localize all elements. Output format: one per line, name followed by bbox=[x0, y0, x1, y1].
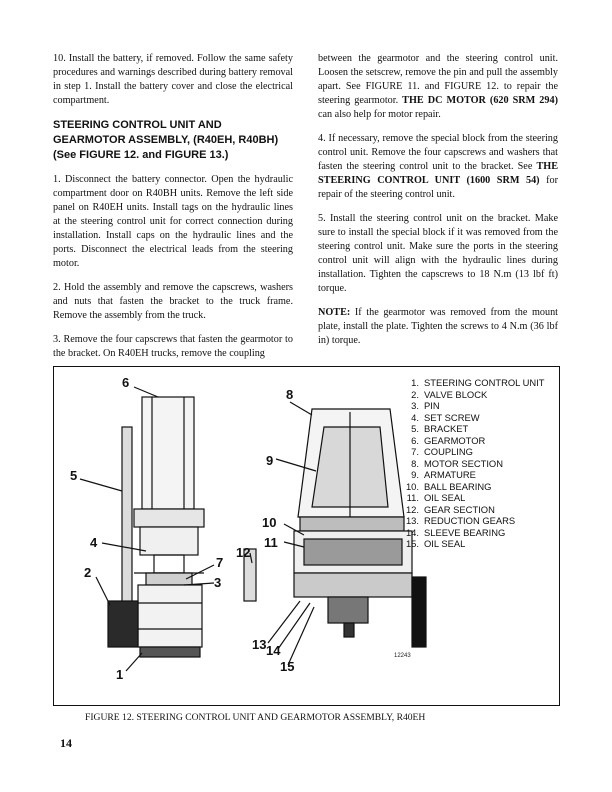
legend-item: 6.GEARMOTOR bbox=[411, 434, 486, 446]
right-column: between the gearmotor and the steering c… bbox=[318, 52, 558, 358]
legend-item: 2.VALVE BLOCK bbox=[411, 388, 488, 400]
figure-legend: 1.STEERING CONTROL UNIT 2.VALVE BLOCK 3.… bbox=[402, 377, 545, 550]
callout-4: 4 bbox=[90, 535, 98, 550]
step-2-paragraph: 2. Hold the assembly and remove the caps… bbox=[53, 282, 293, 321]
drawing-number: 12243 bbox=[394, 653, 411, 659]
step-5-paragraph: 5. Install the steering control unit on … bbox=[318, 213, 558, 294]
legend-item: 4.SET SCREW bbox=[411, 411, 480, 423]
section-heading: STEERING CONTROL UNIT AND GEARMOTOR ASSE… bbox=[53, 119, 279, 161]
callout-15: 15 bbox=[280, 659, 294, 674]
left-column: 10. Install the battery, if removed. Fol… bbox=[53, 52, 293, 371]
callout-14: 14 bbox=[266, 643, 281, 658]
paragraph-install-battery: 10. Install the battery, if removed. Fol… bbox=[53, 53, 293, 106]
page-number: 14 bbox=[60, 736, 72, 750]
srm-reference-steering-control: THE STEERING CONTROL UNIT (1600 SRM 54) bbox=[318, 161, 558, 186]
step-3-paragraph: 3. Remove the four capscrews that fasten… bbox=[53, 334, 293, 359]
callout-1: 1 bbox=[116, 667, 123, 682]
legend-item: 7.COUPLING bbox=[411, 446, 473, 457]
callout-9: 9 bbox=[266, 453, 273, 468]
figure-12-box: 6 8 9 5 4 7 3 2 1 10 11 12 13 14 15 1224… bbox=[53, 366, 560, 706]
legend-item: 5.BRACKET bbox=[411, 423, 469, 434]
legend-item: 1.STEERING CONTROL UNIT bbox=[411, 377, 545, 388]
callout-2: 2 bbox=[84, 565, 91, 580]
legend-item: 15.OIL SEAL bbox=[405, 538, 466, 549]
exploded-view-drawing: 6 8 9 5 4 7 3 2 1 10 11 12 13 14 15 1224… bbox=[70, 375, 427, 682]
note-label: NOTE: bbox=[318, 307, 351, 318]
legend-item: 10.BALL BEARING bbox=[405, 480, 492, 492]
step-3-continued-paragraph: between the gearmotor and the steering c… bbox=[318, 53, 558, 120]
legend-item: 11.OIL SEAL bbox=[406, 492, 466, 503]
step-1-paragraph: 1. Disconnect the battery connector. Ope… bbox=[53, 174, 293, 269]
legend-item: 8.MOTOR SECTION bbox=[411, 457, 503, 469]
callout-10: 10 bbox=[262, 515, 276, 530]
step-4-paragraph: 4. If necessary, remove the special bloc… bbox=[318, 133, 558, 200]
callout-5: 5 bbox=[70, 468, 77, 483]
callout-7: 7 bbox=[216, 555, 223, 570]
legend-item: 14.SLEEVE BEARING bbox=[405, 526, 506, 538]
legend-item: 13.REDUCTION GEARS bbox=[405, 515, 516, 526]
srm-reference-dc-motor: THE DC MOTOR (620 SRM 294) bbox=[402, 95, 558, 106]
figure-caption: FIGURE 12. STEERING CONTROL UNIT AND GEA… bbox=[85, 712, 426, 723]
callout-3: 3 bbox=[214, 575, 221, 590]
callout-11: 11 bbox=[264, 535, 278, 550]
callout-13: 13 bbox=[252, 637, 266, 652]
callout-8: 8 bbox=[286, 387, 293, 402]
callout-12: 12 bbox=[236, 545, 250, 560]
legend-item: 3.PIN bbox=[411, 400, 440, 411]
legend-item: 12.GEAR SECTION bbox=[405, 503, 495, 515]
callout-6: 6 bbox=[122, 375, 129, 390]
legend-item: 9.ARMATURE bbox=[411, 469, 476, 480]
note-paragraph: NOTE: If the gearmotor was removed from … bbox=[318, 307, 558, 346]
